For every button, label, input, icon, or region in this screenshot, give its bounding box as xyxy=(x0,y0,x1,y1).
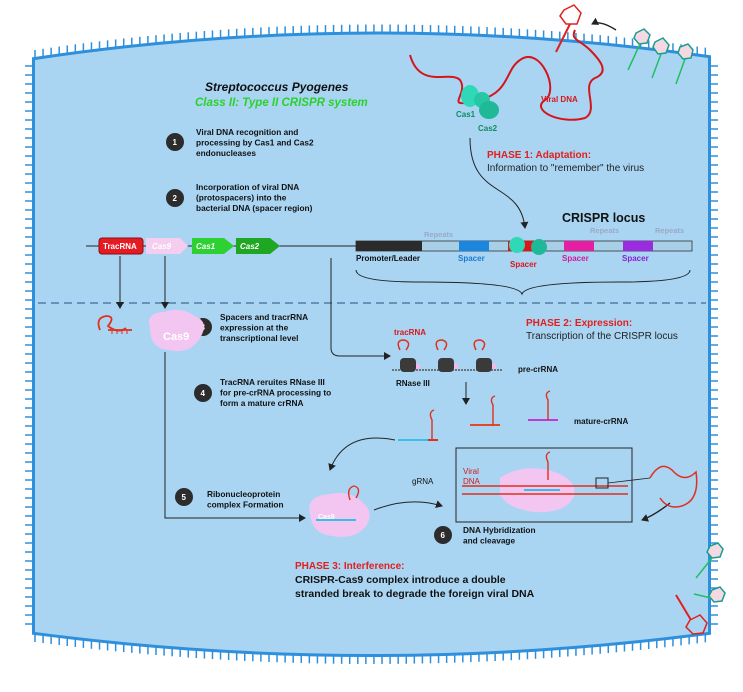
cas2-protein xyxy=(479,101,499,119)
step-number-6: 6 xyxy=(441,531,446,540)
integration-arrow xyxy=(469,137,529,229)
step-badge-1 xyxy=(166,133,184,151)
step-5-text-line-1: Ribonucleoprotein xyxy=(207,489,280,499)
targeting-arrow xyxy=(373,500,443,511)
grna-loop-icon xyxy=(347,485,360,501)
phase1-desc: Information to "remember" the virus xyxy=(487,163,644,174)
step-4-text-line-1: TracRNA reruites RNase III xyxy=(220,377,325,387)
step-1-text-line-1: Viral DNA recognition and xyxy=(196,127,298,137)
diagram-subtitle: Class II: Type II CRISPR system xyxy=(195,97,368,109)
step-3-text-line-2: expression at the xyxy=(220,323,289,333)
grna-label: gRNA xyxy=(412,477,434,486)
tracrna-label: tracRNA xyxy=(394,328,426,337)
crispr-locus-title: CRISPR locus xyxy=(562,211,645,225)
locus-brace xyxy=(355,269,691,296)
repeats-label-2: Repeats xyxy=(590,226,619,235)
step-2-text-line-3: bacterial DNA (spacer region) xyxy=(196,203,313,213)
cas9-protein xyxy=(149,309,204,352)
cas2-label: Cas2 xyxy=(478,124,498,133)
bacteriophage-icon xyxy=(555,4,694,85)
tracrna-gene xyxy=(98,237,144,255)
dna-label: DNA xyxy=(463,477,481,486)
spacer-label-4: Spacer xyxy=(622,254,649,263)
rnase-label: RNase III xyxy=(396,379,430,388)
cas2-gene-label: Cas2 xyxy=(240,242,260,251)
step-badge-2 xyxy=(166,189,184,207)
step-1-text-line-3: endonucleases xyxy=(196,148,256,158)
tracrna-gene-label: TracRNA xyxy=(103,242,137,251)
viral-label: Viral xyxy=(463,467,479,476)
crispr-locus-array xyxy=(355,237,693,255)
cas9-protein-label: Cas9 xyxy=(163,331,189,343)
step-badge-5 xyxy=(175,488,193,506)
step-4-text-line-2: for pre-crRNA processing to xyxy=(220,388,331,398)
cas1-label: Cas1 xyxy=(456,110,476,119)
step-3-text-line-1: Spacers and tracrRNA xyxy=(220,312,308,322)
step-1-text-line-2: processing by Cas1 and Cas2 xyxy=(196,138,314,148)
rnase-iii-icon xyxy=(400,358,492,372)
diagram-title: Streptococcus Pyogenes xyxy=(205,80,349,94)
repeats-label-1: Repeats xyxy=(424,230,453,239)
pre-crrna-label: pre-crRNA xyxy=(518,365,558,374)
cas9-gene xyxy=(146,238,188,254)
mature-crrna-group xyxy=(398,390,558,441)
step-badge-6 xyxy=(434,526,452,544)
viral-dna-label: Viral DNA xyxy=(541,95,578,104)
spacer-label-2: Spacer xyxy=(510,260,537,269)
cas1-gene xyxy=(192,238,234,254)
zoom-pointer xyxy=(607,477,651,484)
phase2-desc: Transcription of the CRISPR locus xyxy=(526,331,678,342)
cas9-gene-label: Cas9 xyxy=(152,242,172,251)
step-2-text-line-2: (protospacers) into the xyxy=(196,193,287,203)
step-5-text-line-2: complex Formation xyxy=(207,500,284,510)
step-4-text-line-3: form a mature crRNA xyxy=(220,398,303,408)
step-6-text-line-1: DNA Hybridization xyxy=(463,525,536,535)
step-2-text-line-1: Incorporation of viral DNA xyxy=(196,182,299,192)
tracrna-hairpin-icon xyxy=(97,315,132,334)
spacer-label-3: Spacer xyxy=(562,254,589,263)
step-number-1: 1 xyxy=(173,138,178,147)
spacer-label-1: Spacer xyxy=(458,254,485,263)
viral-dna-strand xyxy=(409,29,604,121)
step-3-text-line-3: transcriptional level xyxy=(220,333,298,343)
viral-dna-fragment xyxy=(649,465,698,508)
step-6-text-line-2: and cleavage xyxy=(463,536,516,546)
cas9-rnp-complex xyxy=(309,493,370,537)
phase3-title: PHASE 3: Interference: xyxy=(295,561,404,572)
phase2-title: PHASE 2: Expression: xyxy=(526,318,632,329)
mature-crrna-label: mature-crRNA xyxy=(574,417,628,426)
cleavage-zoom-panel xyxy=(455,447,633,523)
rnp-formation-line xyxy=(164,352,306,522)
cas1-gene-label: Cas1 xyxy=(196,242,216,251)
cas9-rnp-label: Cas9 xyxy=(318,514,335,521)
promoter-label: Promoter/Leader xyxy=(356,254,420,263)
step-number-4: 4 xyxy=(201,389,206,398)
repeats-label-3: Repeats xyxy=(655,226,684,235)
loading-arrow xyxy=(328,437,396,471)
cas2-gene xyxy=(236,238,280,254)
step-badge-4 xyxy=(194,384,212,402)
phase3-desc-line2: stranded break to degrade the foreign vi… xyxy=(295,588,535,600)
phase3-desc-line1: CRISPR-Cas9 complex introduce a double xyxy=(295,574,506,586)
step-number-5: 5 xyxy=(182,493,187,502)
phase1-title: PHASE 1: Adaptation: xyxy=(487,150,591,161)
step-number-2: 2 xyxy=(173,194,178,203)
locus-transcription-arrow xyxy=(330,258,391,360)
